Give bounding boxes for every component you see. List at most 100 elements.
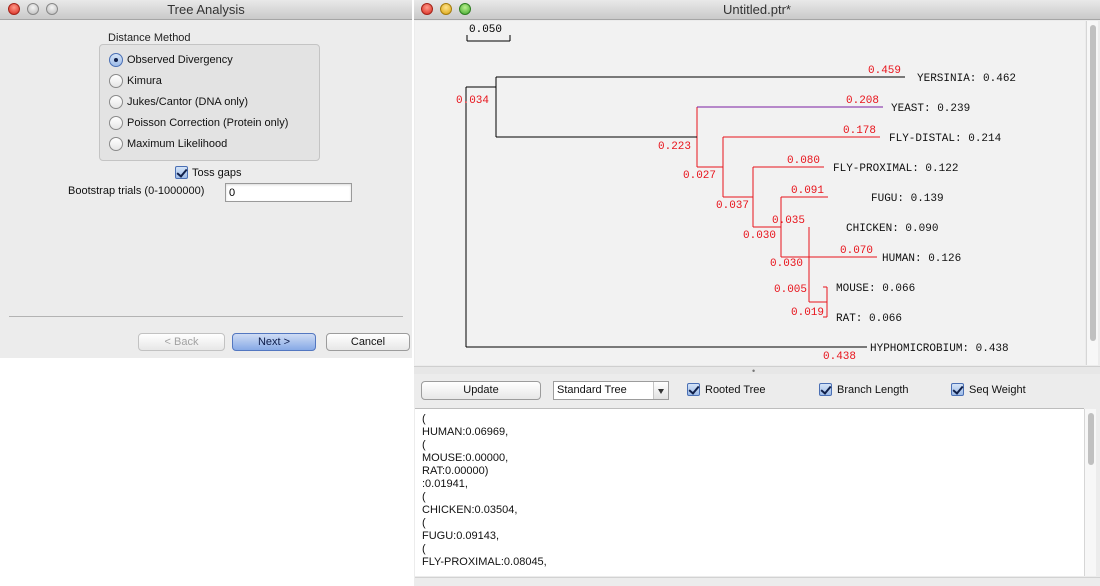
newick-line: ( bbox=[422, 517, 426, 529]
leaf-name: YEAST: 0.239 bbox=[891, 103, 970, 115]
dialog-divider bbox=[9, 316, 403, 317]
bootstrap-trials-input[interactable] bbox=[225, 183, 352, 202]
internal-branch-label: 0.030 bbox=[770, 258, 803, 270]
newick-text-area[interactable]: ( HUMAN:0.06969, ( MOUSE:0.00000, RAT:0.… bbox=[415, 408, 1084, 576]
text-vertical-scrollbar[interactable] bbox=[1084, 409, 1096, 576]
leaf-name: HUMAN: 0.126 bbox=[882, 253, 961, 265]
document-titlebar: Untitled.ptr* bbox=[414, 0, 1100, 20]
minimize-window-icon[interactable] bbox=[440, 3, 452, 15]
distance-method-group bbox=[99, 44, 320, 161]
dialog-titlebar: Tree Analysis bbox=[0, 0, 412, 20]
close-window-icon[interactable] bbox=[8, 3, 20, 15]
checkbox-checked-icon[interactable] bbox=[819, 383, 832, 396]
internal-branch-label: 0.019 bbox=[791, 307, 824, 319]
radio-icon[interactable] bbox=[109, 137, 123, 151]
checkbox-checked-icon[interactable] bbox=[687, 383, 700, 396]
rooted-tree-checkbox[interactable]: Rooted Tree bbox=[687, 383, 766, 396]
internal-branch-label: 0.037 bbox=[716, 200, 749, 212]
branch-length-checkbox[interactable]: Branch Length bbox=[819, 383, 909, 396]
internal-branch-label: 0.005 bbox=[774, 284, 807, 296]
branch-length-label: 0.178 bbox=[843, 125, 876, 137]
checkbox-checked-icon[interactable] bbox=[175, 166, 188, 179]
scroll-thumb[interactable] bbox=[1090, 25, 1096, 341]
newick-line: HUMAN:0.06969, bbox=[422, 426, 509, 438]
radio-selected-icon[interactable] bbox=[109, 53, 123, 67]
leaf-name: RAT: 0.066 bbox=[836, 313, 902, 325]
tree-type-select[interactable]: Standard Tree bbox=[553, 381, 669, 400]
dropdown-arrow-icon[interactable] bbox=[653, 382, 668, 399]
tree-vertical-scrollbar[interactable] bbox=[1086, 21, 1098, 365]
method-observed-divergency[interactable]: Observed Divergency bbox=[109, 52, 233, 68]
method-jukes-cantor[interactable]: Jukes/Cantor (DNA only) bbox=[109, 94, 248, 110]
internal-branch-label: 0.034 bbox=[456, 95, 489, 107]
distance-method-label: Distance Method bbox=[108, 32, 191, 44]
method-label: Maximum Likelihood bbox=[127, 138, 228, 150]
newick-line: CHICKEN:0.03504, bbox=[422, 504, 518, 516]
branch-length-label: 0.080 bbox=[787, 155, 820, 167]
next-button[interactable]: Next > bbox=[232, 333, 316, 351]
method-label: Jukes/Cantor (DNA only) bbox=[127, 96, 249, 108]
newick-line: MOUSE:0.00000, bbox=[422, 452, 509, 464]
toss-gaps-label: Toss gaps bbox=[192, 166, 242, 179]
leaf-name: MOUSE: 0.066 bbox=[836, 283, 915, 295]
newick-line: ( bbox=[422, 413, 426, 425]
document-title: Untitled.ptr* bbox=[723, 2, 791, 17]
splitter-grip-icon[interactable]: • bbox=[752, 366, 756, 376]
leaf-name: FLY-PROXIMAL: 0.122 bbox=[833, 163, 958, 175]
tree-edges bbox=[465, 76, 905, 348]
rooted-tree-label: Rooted Tree bbox=[705, 383, 766, 396]
leaf-name: FUGU: 0.139 bbox=[871, 193, 944, 205]
cancel-button[interactable]: Cancel bbox=[326, 333, 410, 351]
tree-analysis-dialog: Tree Analysis Distance Method Observed D… bbox=[0, 0, 412, 358]
branch-length-label: 0.091 bbox=[791, 185, 824, 197]
leaf-name: HYPHOMICROBIUM: 0.438 bbox=[870, 343, 1009, 355]
scroll-thumb[interactable] bbox=[1088, 413, 1094, 465]
method-maximum-likelihood[interactable]: Maximum Likelihood bbox=[109, 136, 227, 152]
newick-line: ( bbox=[422, 439, 426, 451]
back-button[interactable]: < Back bbox=[138, 333, 225, 351]
branch-length-label: 0.459 bbox=[868, 65, 901, 77]
internal-branch-label: 0.223 bbox=[658, 141, 691, 153]
branch-length-label: 0.208 bbox=[846, 95, 879, 107]
radio-icon[interactable] bbox=[109, 95, 123, 109]
newick-line: ( bbox=[422, 491, 426, 503]
leaf-name: YERSINIA: 0.462 bbox=[917, 73, 1016, 85]
method-label: Poisson Correction (Protein only) bbox=[127, 117, 289, 129]
newick-line: RAT:0.00000) bbox=[422, 465, 489, 477]
radio-icon[interactable] bbox=[109, 74, 123, 88]
zoom-window-icon[interactable] bbox=[459, 3, 471, 15]
update-button[interactable]: Update bbox=[421, 381, 541, 400]
scale-bar: 0.050 bbox=[466, 24, 511, 42]
branch-length-label: Branch Length bbox=[837, 383, 909, 396]
method-label: Kimura bbox=[127, 75, 162, 87]
bootstrap-trials-label: Bootstrap trials (0-1000000) bbox=[68, 185, 205, 197]
newick-line: FUGU:0.09143, bbox=[422, 530, 500, 542]
text-horizontal-scrollbar[interactable] bbox=[415, 577, 1100, 586]
leaf-name: FLY-DISTAL: 0.214 bbox=[889, 133, 1002, 145]
internal-branch-label: 0.030 bbox=[743, 230, 776, 242]
tree-document-window: Untitled.ptr* 0.050 YERSINIA: 0.462 0.459… bbox=[414, 0, 1100, 586]
seq-weight-checkbox[interactable]: Seq Weight bbox=[951, 383, 1026, 396]
method-label: Observed Divergency bbox=[127, 54, 233, 66]
radio-icon[interactable] bbox=[109, 116, 123, 130]
toss-gaps-checkbox[interactable]: Toss gaps bbox=[175, 166, 242, 179]
scale-bar-label: 0.050 bbox=[469, 24, 502, 36]
newick-line: ( bbox=[422, 543, 426, 555]
dialog-title: Tree Analysis bbox=[167, 2, 245, 17]
leaf-name: CHICKEN: 0.090 bbox=[846, 223, 938, 235]
minimize-window-icon[interactable] bbox=[27, 3, 39, 15]
zoom-window-icon[interactable] bbox=[46, 3, 58, 15]
newick-line: :0.01941, bbox=[422, 478, 468, 490]
pane-splitter[interactable]: • bbox=[414, 366, 1100, 376]
close-window-icon[interactable] bbox=[421, 3, 433, 15]
branch-length-label: 0.035 bbox=[772, 215, 805, 227]
tree-type-value: Standard Tree bbox=[557, 384, 627, 396]
internal-branch-label: 0.027 bbox=[683, 170, 716, 182]
checkbox-checked-icon[interactable] bbox=[951, 383, 964, 396]
method-poisson-correction[interactable]: Poisson Correction (Protein only) bbox=[109, 115, 288, 131]
method-kimura[interactable]: Kimura bbox=[109, 73, 162, 89]
seq-weight-label: Seq Weight bbox=[969, 383, 1026, 396]
